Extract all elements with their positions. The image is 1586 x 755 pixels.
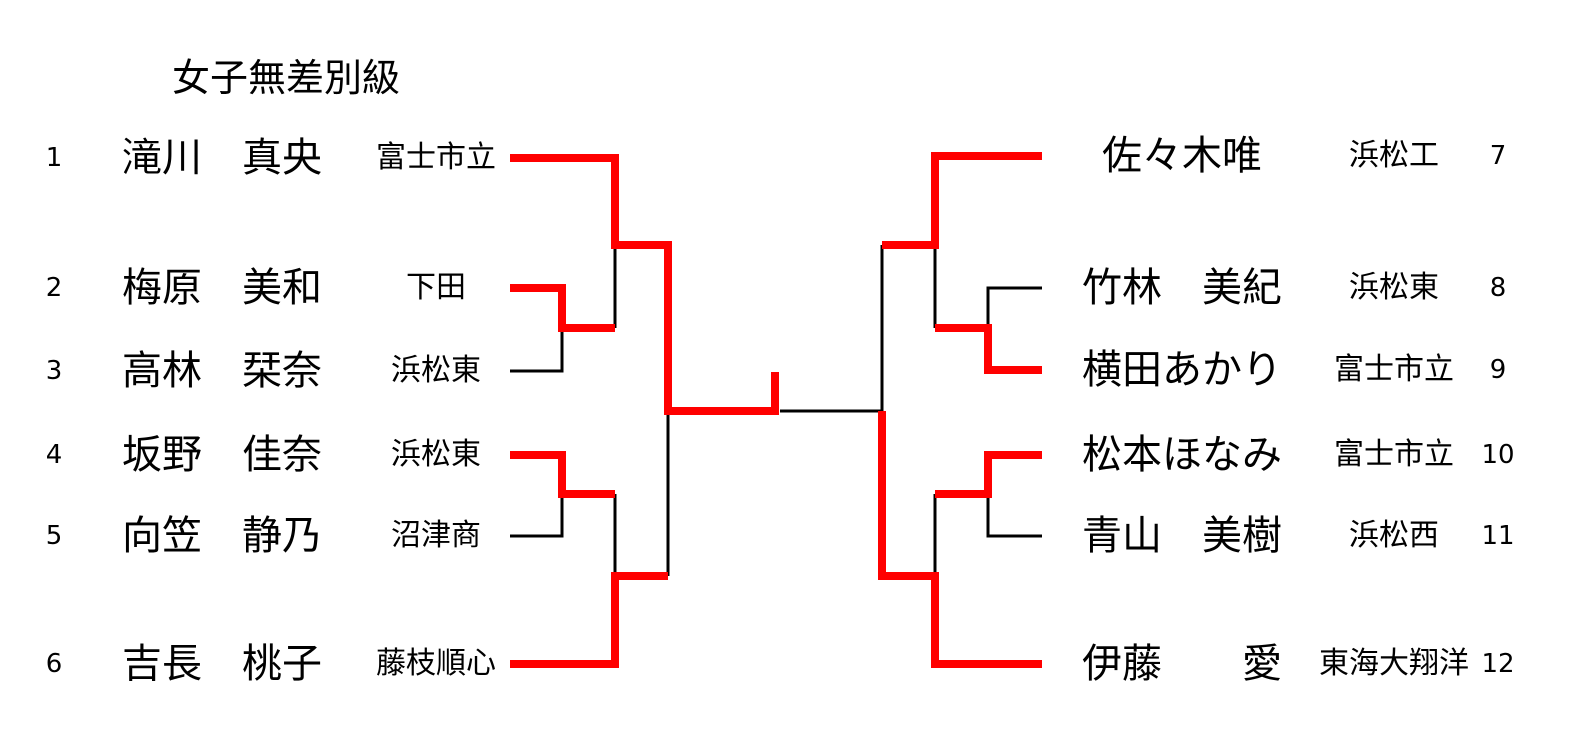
- bracket-line-loss: [986, 286, 1042, 328]
- player-name: 横田あかり: [1082, 347, 1282, 393]
- bracket-line-loss: [510, 494, 564, 538]
- player-name: 青山 美樹: [1082, 513, 1282, 559]
- player-name: 松本ほなみ: [1082, 432, 1282, 478]
- tournament-title: 女子無差別級: [172, 56, 401, 100]
- bracket-line-win: [882, 152, 1042, 249]
- seed-number: 2: [45, 273, 63, 303]
- seed-number: 3: [45, 356, 63, 386]
- player-name: 坂野 佳奈: [122, 432, 322, 478]
- seed-number: 5: [45, 521, 63, 551]
- seed-number: 11: [1481, 521, 1515, 551]
- school-name: 浜松東: [1349, 270, 1439, 305]
- bracket-line-win: [935, 451, 1042, 498]
- player-name: 滝川 真央: [122, 135, 322, 181]
- player-name: 竹林 美紀: [1082, 265, 1282, 311]
- bracket-line-win: [878, 411, 1042, 668]
- bracket-line-win: [935, 324, 1042, 374]
- player-name: 高林 栞奈: [122, 348, 322, 394]
- seed-number: 7: [1489, 141, 1507, 171]
- school-name: 富士市立: [1334, 437, 1454, 472]
- school-name: 沼津商: [391, 518, 481, 553]
- seed-number: 8: [1489, 273, 1507, 303]
- school-name: 富士市立: [376, 140, 496, 175]
- seed-number: 12: [1481, 649, 1515, 679]
- seed-number: 10: [1481, 440, 1515, 470]
- bracket-line-win: [510, 451, 615, 498]
- school-name: 浜松工: [1349, 138, 1439, 173]
- school-name: 浜松東: [391, 437, 481, 472]
- school-name: 富士市立: [1334, 352, 1454, 387]
- bracket-line-loss: [510, 328, 564, 373]
- player-name: 向笠 静乃: [122, 513, 322, 559]
- player-name: 佐々木唯: [1102, 133, 1262, 179]
- seed-number: 1: [45, 143, 63, 173]
- seed-number: 4: [45, 440, 63, 470]
- player-name: 吉長 桃子: [122, 641, 322, 687]
- school-name: 浜松西: [1349, 518, 1439, 553]
- bracket-line-win: [510, 284, 615, 332]
- player-name: 梅原 美和: [122, 265, 322, 311]
- player-name: 伊藤 愛: [1082, 641, 1282, 687]
- bracket-line-win: [510, 572, 668, 668]
- school-name: 東海大翔洋: [1319, 646, 1469, 681]
- seed-number: 6: [45, 649, 63, 679]
- bracket-line-loss: [986, 494, 1042, 538]
- bracket-line-win: [510, 154, 779, 415]
- school-name: 下田: [406, 270, 466, 305]
- school-name: 浜松東: [391, 353, 481, 388]
- school-name: 藤枝順心: [376, 646, 496, 681]
- seed-number: 9: [1489, 355, 1507, 385]
